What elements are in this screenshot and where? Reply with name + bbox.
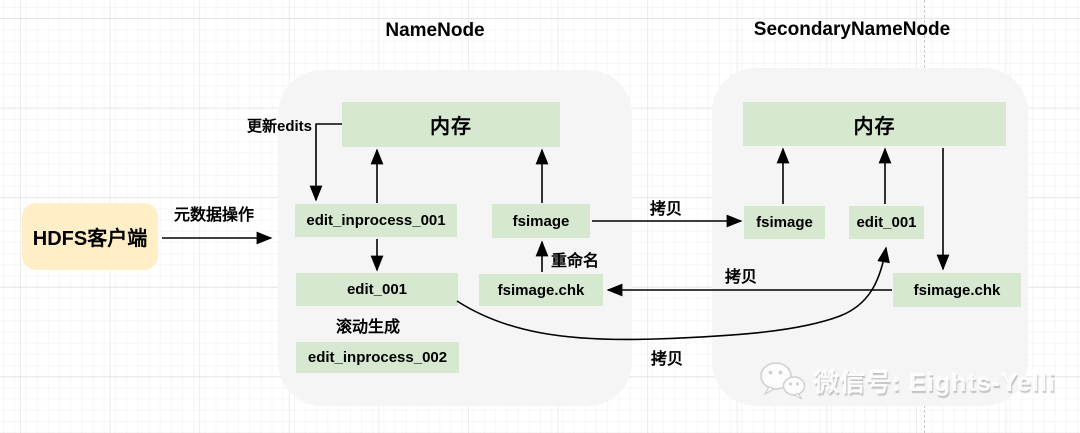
roll-generate-label: 滚动生成 xyxy=(336,319,401,336)
namenode-edit-001-node: edit_001 xyxy=(296,273,458,306)
copy-edits-label: 拷贝 xyxy=(651,351,684,368)
secondary-namenode-title: SecondaryNameNode xyxy=(753,19,951,40)
secondary-fsimage-node: fsimage xyxy=(744,206,825,239)
namenode-memory-node: 内存 xyxy=(342,102,560,147)
watermark: 微信号: Eights-Yelli xyxy=(758,358,1056,404)
secondary-edit-001-node: edit_001 xyxy=(849,206,924,239)
update-edits-label: 更新edits xyxy=(246,118,312,135)
watermark-text: 微信号: Eights-Yelli xyxy=(814,369,1057,397)
namenode-fsimage-node: fsimage xyxy=(492,204,590,238)
rename-label: 重命名 xyxy=(551,253,600,270)
secondary-fsimage-chk-node: fsimage.chk xyxy=(893,273,1021,307)
namenode-title: NameNode xyxy=(385,20,485,41)
namenode-fsimage-chk-node: fsimage.chk xyxy=(479,274,603,306)
namenode-edit-inprocess-001-node: edit_inprocess_001 xyxy=(295,204,457,237)
hdfs-client-node: HDFS客户端 xyxy=(22,203,158,270)
metadata-operation-label: 元数据操作 xyxy=(173,207,254,224)
wechat-icon xyxy=(760,362,806,400)
copy-chk-label: 拷贝 xyxy=(725,269,758,286)
copy-fsimage-label: 拷贝 xyxy=(650,201,683,218)
secondary-memory-node: 内存 xyxy=(743,102,1006,146)
namenode-edit-inprocess-002-node: edit_inprocess_002 xyxy=(296,342,459,373)
